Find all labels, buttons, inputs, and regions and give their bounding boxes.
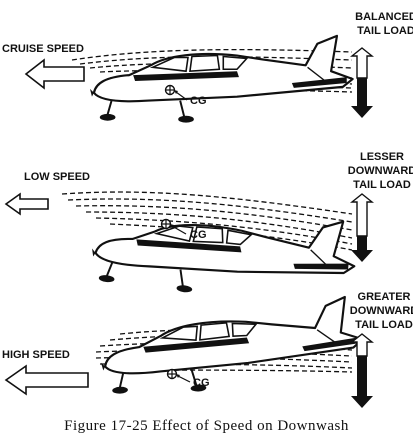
speed-label: CRUISE SPEED: [2, 43, 84, 55]
tail-load-arrow-icon: [350, 193, 374, 262]
tail-load-line-2: TAIL LOAD: [357, 25, 413, 37]
tail-load-arrow-icon: [350, 47, 374, 118]
tail-load-line-2: DOWNWARD: [350, 305, 413, 317]
airplane-high-speed: [97, 295, 367, 398]
speed-arrow-icon: [4, 364, 89, 396]
tail-load-line-2: DOWNWARD: [348, 165, 413, 177]
cg-label: CG: [190, 229, 207, 241]
tail-load-line-1: GREATER: [358, 291, 411, 303]
tail-load-line-1: BALANCED: [355, 11, 413, 23]
figure-caption: Figure 17-25 Effect of Speed on Downwash: [64, 418, 349, 434]
airplane-cruise: [88, 34, 354, 124]
speed-arrow-icon: [24, 58, 85, 90]
tail-load-line-3: TAIL LOAD: [355, 319, 413, 331]
panel-low-speed: CG LOW SPEED LESSER DOWNWARD TAIL LOAD: [4, 151, 413, 311]
speed-arrow-icon: [4, 192, 49, 216]
panel-high-speed: CG HIGH SPEED GREATER DOWNWARD TAIL LOAD: [2, 291, 413, 408]
cg-label: CG: [193, 377, 210, 389]
tail-load-arrow-icon: [350, 333, 374, 408]
cg-label: CG: [190, 95, 207, 107]
cg-marker: [164, 84, 188, 101]
panel-cruise: CG CRUISE SPEED BALANCED TAIL LOAD: [2, 11, 413, 124]
cg-marker: [166, 368, 191, 383]
cg-marker: [160, 218, 187, 235]
tail-load-line-3: TAIL LOAD: [353, 179, 411, 191]
speed-label: HIGH SPEED: [2, 349, 70, 361]
speed-label: LOW SPEED: [24, 171, 90, 183]
tail-load-line-1: LESSER: [360, 151, 404, 163]
